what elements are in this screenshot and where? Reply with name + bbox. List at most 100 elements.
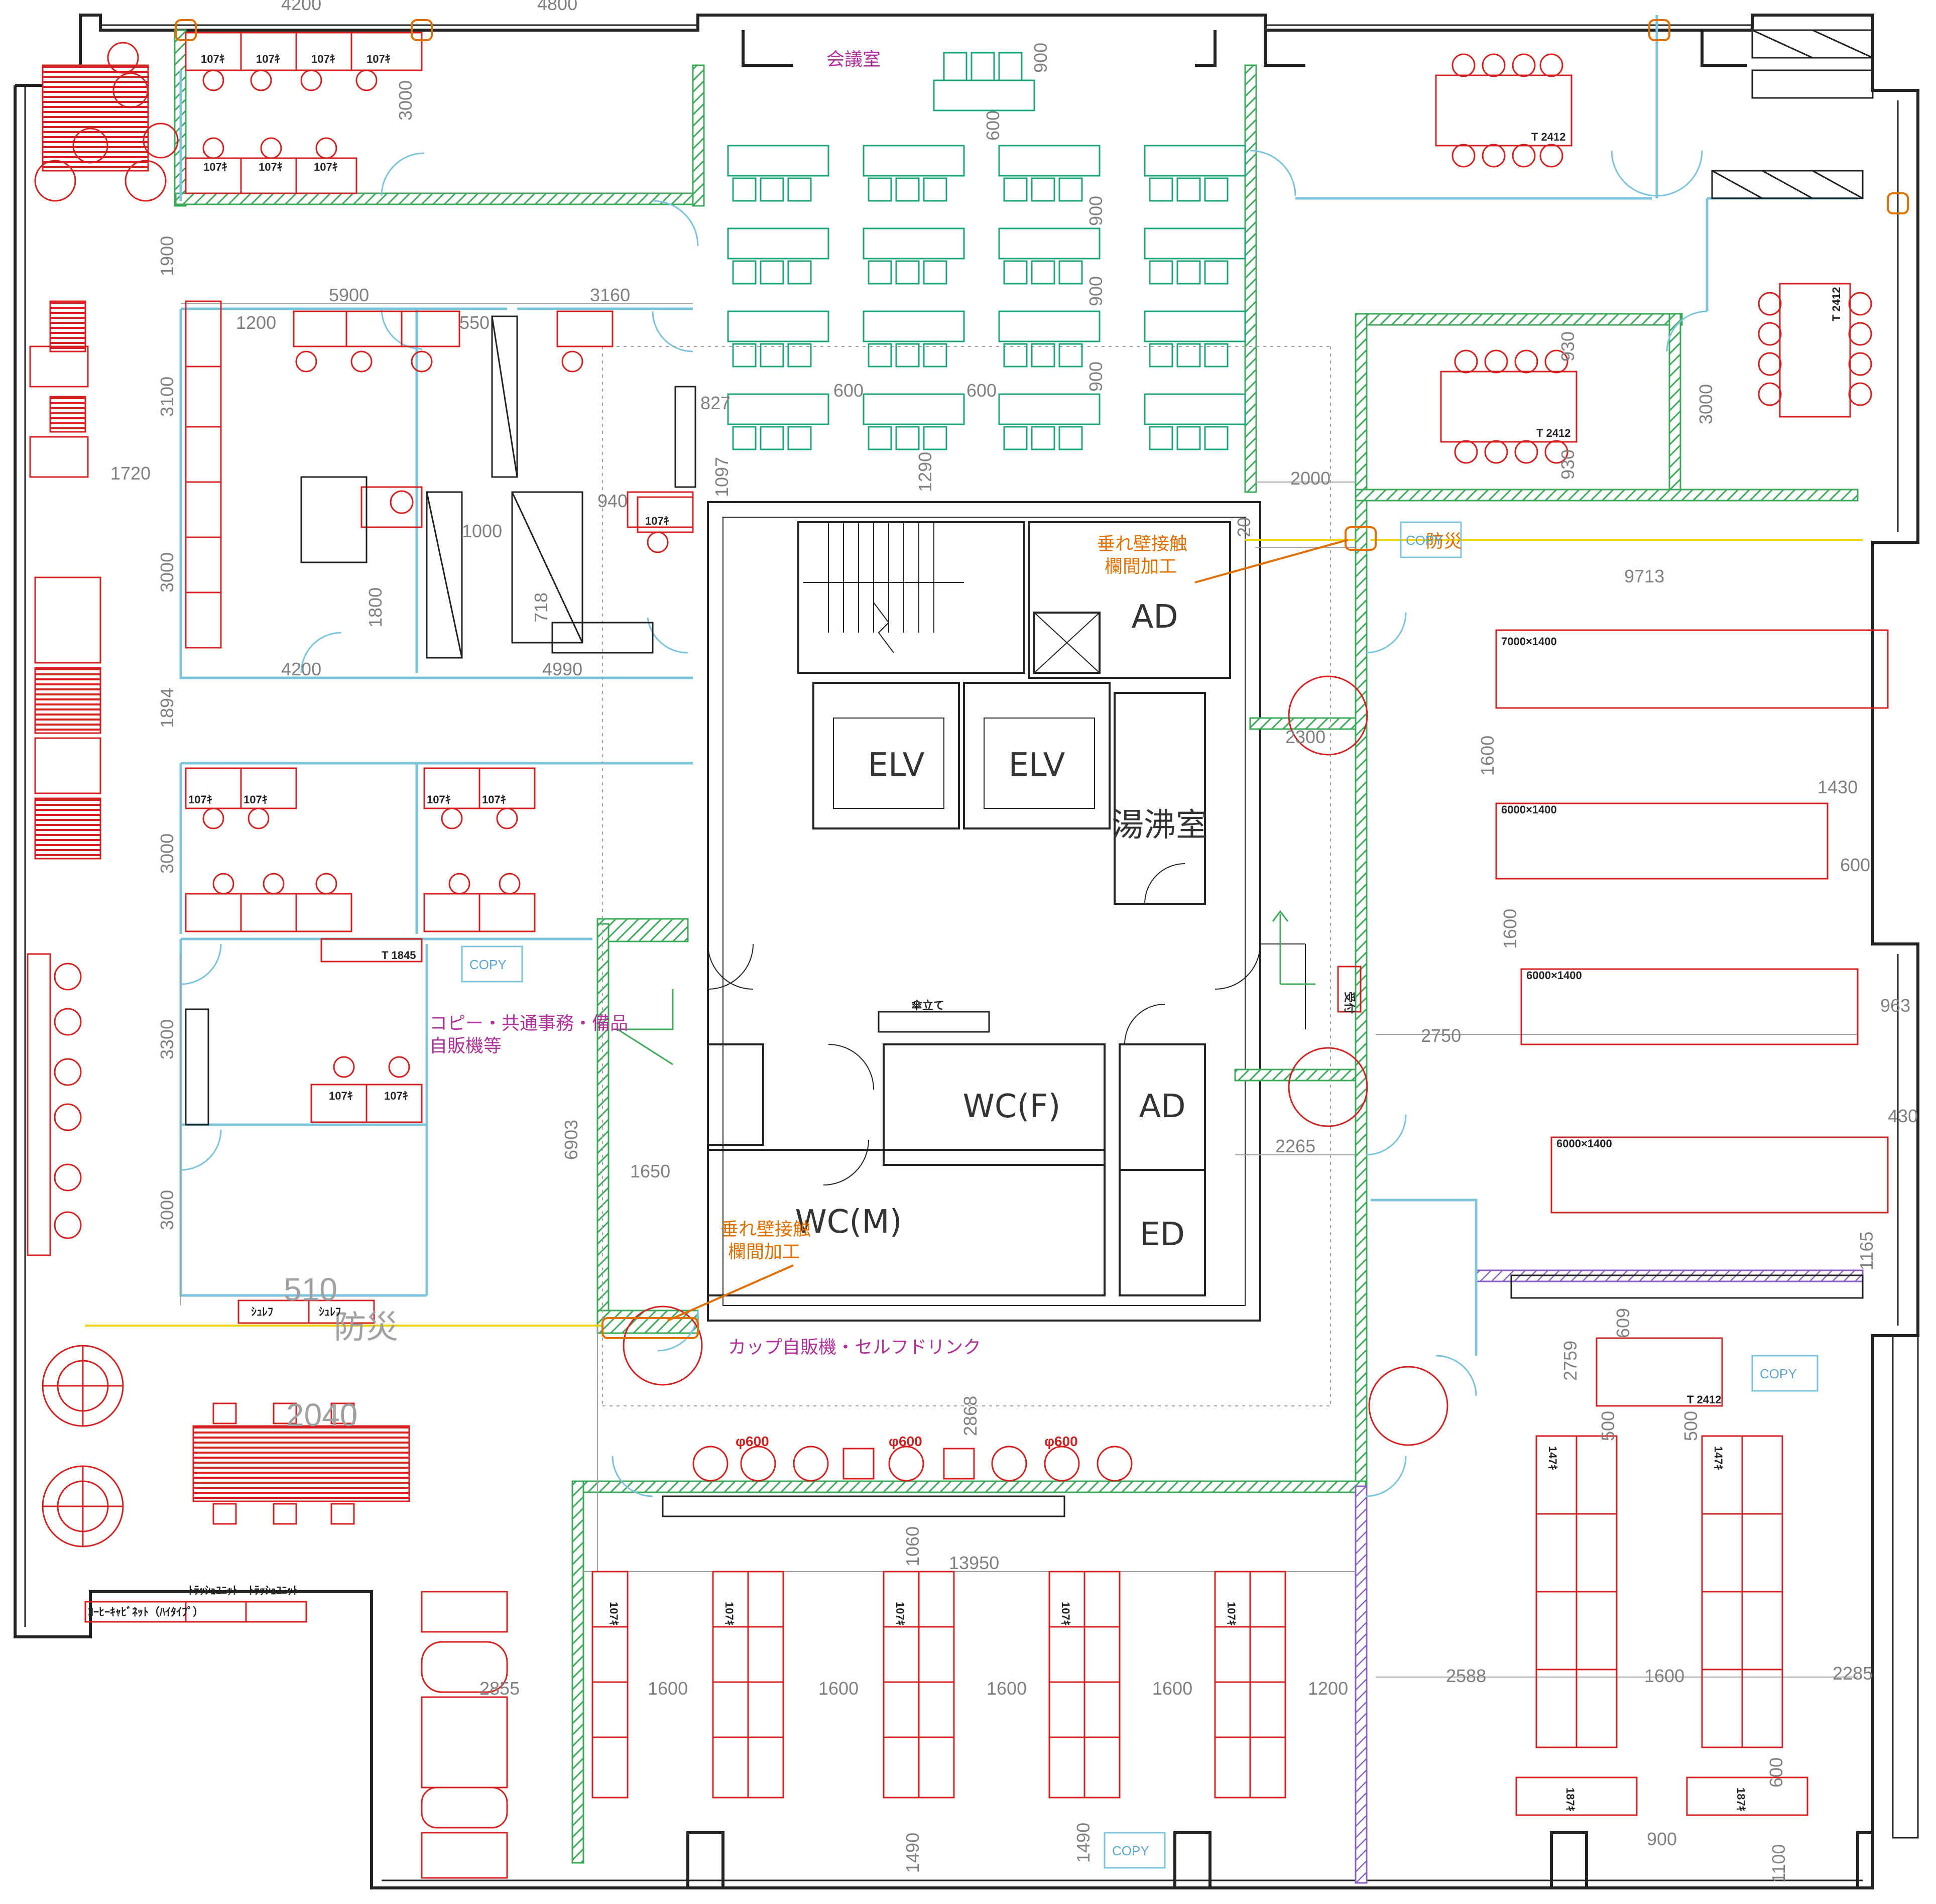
desk-107-mid-3: 107ｷ bbox=[427, 793, 451, 806]
dim-1200: 1200 bbox=[236, 312, 276, 333]
desk-107-mid-7: 107ｷ bbox=[645, 515, 669, 527]
dimensions: 4200 4800 3000 1900 5900 3160 1200 550 3… bbox=[110, 0, 1918, 1883]
desk-107-top-7: 107ｷ bbox=[314, 161, 338, 173]
dim-2855: 2855 bbox=[479, 1678, 520, 1699]
dim-1200-b: 1200 bbox=[1308, 1678, 1348, 1699]
fire-lines bbox=[85, 539, 1863, 1327]
purple-partitions bbox=[1355, 1269, 1864, 1884]
dim-6903: 6903 bbox=[561, 1120, 581, 1160]
dim-5900: 5900 bbox=[329, 285, 369, 305]
dim-2000: 2000 bbox=[1290, 468, 1330, 489]
dim-2750: 2750 bbox=[1421, 1025, 1461, 1046]
building-core bbox=[707, 501, 1306, 1322]
table-7000-label: 7000×1400 bbox=[1501, 635, 1557, 648]
dim-13950: 13950 bbox=[949, 1553, 999, 1573]
dim-2868: 2868 bbox=[960, 1396, 981, 1436]
desk-107-mid-2: 107ｷ bbox=[244, 793, 268, 806]
note-bottom-line1: 垂れ壁接触 bbox=[720, 1219, 811, 1240]
dim-500-a: 500 bbox=[1598, 1411, 1618, 1441]
dim-3000-c: 3000 bbox=[157, 834, 177, 874]
ed-label: ED bbox=[1140, 1216, 1185, 1253]
dim-1600-b: 1600 bbox=[818, 1678, 859, 1699]
desk-107-top-4: 107ｷ bbox=[367, 53, 391, 65]
dim-4800-top: 4800 bbox=[537, 0, 577, 14]
dim-430: 430 bbox=[1888, 1106, 1918, 1126]
dim-600-a: 600 bbox=[983, 110, 1003, 141]
dim-600-d: 600 bbox=[1840, 855, 1870, 875]
green-partitions bbox=[174, 29, 1859, 1864]
dim-1100: 1100 bbox=[1768, 1844, 1789, 1883]
dim-2285: 2285 bbox=[1833, 1663, 1873, 1684]
red-furniture bbox=[27, 32, 1889, 1879]
copy-labels: COPY COPY COPY COPY bbox=[469, 533, 1797, 1858]
dim-930-a: 930 bbox=[1557, 331, 1578, 362]
dim-1800: 1800 bbox=[365, 587, 386, 628]
dim-3000-a: 3000 bbox=[395, 80, 416, 121]
desk-107-top-2: 107ｷ bbox=[256, 53, 280, 65]
gray-guides bbox=[180, 303, 1858, 1678]
dim-963: 963 bbox=[1880, 995, 1910, 1016]
dim-2265: 2265 bbox=[1275, 1136, 1315, 1156]
table-6000-label-3: 6000×1400 bbox=[1556, 1137, 1612, 1150]
dim-3000-e: 3000 bbox=[1696, 384, 1716, 424]
table-6000-label-2: 6000×1400 bbox=[1526, 969, 1582, 982]
dim-1650: 1650 bbox=[630, 1161, 670, 1181]
dim-1490-a: 1490 bbox=[902, 1833, 923, 1873]
dim-900-a: 900 bbox=[1030, 43, 1051, 73]
dim-1097: 1097 bbox=[711, 457, 732, 497]
desk-107-bottom-5: 107ｷ bbox=[1225, 1602, 1238, 1626]
trash-unit-1: ﾄﾗｯｼｭﾕﾆｯﾄ bbox=[188, 1584, 238, 1597]
dim-1165: 1165 bbox=[1856, 1232, 1877, 1270]
cup-vending-label: カップ自販機・セルフドリンク bbox=[728, 1337, 981, 1358]
trash-unit-2: ﾄﾗｯｼｭﾕﾆｯﾄ bbox=[249, 1584, 298, 1597]
elevator-2-label: ELV bbox=[1009, 747, 1065, 784]
dim-900-c: 900 bbox=[1085, 276, 1106, 306]
door-swings bbox=[180, 150, 1708, 1497]
desk-147-2: 147ｷ bbox=[1712, 1446, 1725, 1470]
dim-900-e: 900 bbox=[1647, 1829, 1677, 1849]
copy-label-3: COPY bbox=[1760, 1366, 1797, 1381]
dim-600-e: 600 bbox=[1766, 1757, 1786, 1788]
coffee-cabinet: ｺｰﾋｰｷｬﾋﾞﾈｯﾄ（ﾊｲﾀｲﾌﾟ） bbox=[88, 1606, 204, 1618]
desk-107-bottom-3: 107ｷ bbox=[894, 1602, 906, 1626]
desk-107-mid-4: 107ｷ bbox=[482, 793, 506, 806]
desk-107-bottom-1: 107ｷ bbox=[608, 1602, 620, 1626]
dim-609: 609 bbox=[1613, 1308, 1633, 1338]
copy-label-1: COPY bbox=[1406, 533, 1443, 548]
dim-1490-b: 1490 bbox=[1073, 1823, 1094, 1863]
copy-machines bbox=[461, 521, 1819, 1869]
dim-2300: 2300 bbox=[1285, 727, 1325, 747]
bousai-left-label: 防災 bbox=[334, 1309, 398, 1345]
wc-female-label: WC(F) bbox=[963, 1088, 1061, 1125]
dim-3000-b: 3000 bbox=[157, 552, 177, 592]
dim-4990: 4990 bbox=[542, 659, 582, 679]
exterior-walls bbox=[14, 14, 1919, 1889]
note-top-line2: 欄間加工 bbox=[1105, 556, 1177, 577]
dim-2759: 2759 bbox=[1560, 1341, 1581, 1381]
table-t2412-3: T 2412 bbox=[1536, 427, 1571, 439]
desk-107-bottom-4: 107ｷ bbox=[1059, 1602, 1072, 1626]
desk-107-mid-6: 107ｷ bbox=[384, 1090, 408, 1102]
dim-1000: 1000 bbox=[462, 521, 502, 541]
copy-common-label-1: コピー・共通事務・備品 bbox=[429, 1013, 628, 1034]
corner-markers bbox=[175, 19, 1909, 1339]
gray-2040-label: 2040 bbox=[286, 1397, 357, 1433]
dim-3100: 3100 bbox=[157, 377, 177, 417]
bousai-right-label: 防災 bbox=[1426, 531, 1462, 552]
green-arrows bbox=[615, 910, 1315, 1065]
dim-600-b: 600 bbox=[833, 380, 864, 401]
table-d600-1: φ600 bbox=[736, 1434, 769, 1449]
dim-1430-a: 1430 bbox=[1818, 777, 1858, 797]
furniture-tags: φ600 φ600 φ600 7000×1400 6000×1400 6000×… bbox=[88, 53, 1843, 1812]
dim-827: 827 bbox=[700, 393, 731, 413]
desk-107-top-1: 107ｷ bbox=[201, 53, 225, 65]
dim-1060: 1060 bbox=[902, 1526, 923, 1567]
desk-107-mid-5: 107ｷ bbox=[329, 1090, 353, 1102]
dim-900-d: 900 bbox=[1085, 362, 1106, 392]
dim-1600-c: 1600 bbox=[987, 1678, 1027, 1699]
table-d600-2: φ600 bbox=[889, 1434, 922, 1449]
table-t2412-1: T 2412 bbox=[1531, 131, 1566, 143]
dim-4200-top: 4200 bbox=[281, 0, 321, 14]
dim-9713: 9713 bbox=[1624, 566, 1664, 586]
